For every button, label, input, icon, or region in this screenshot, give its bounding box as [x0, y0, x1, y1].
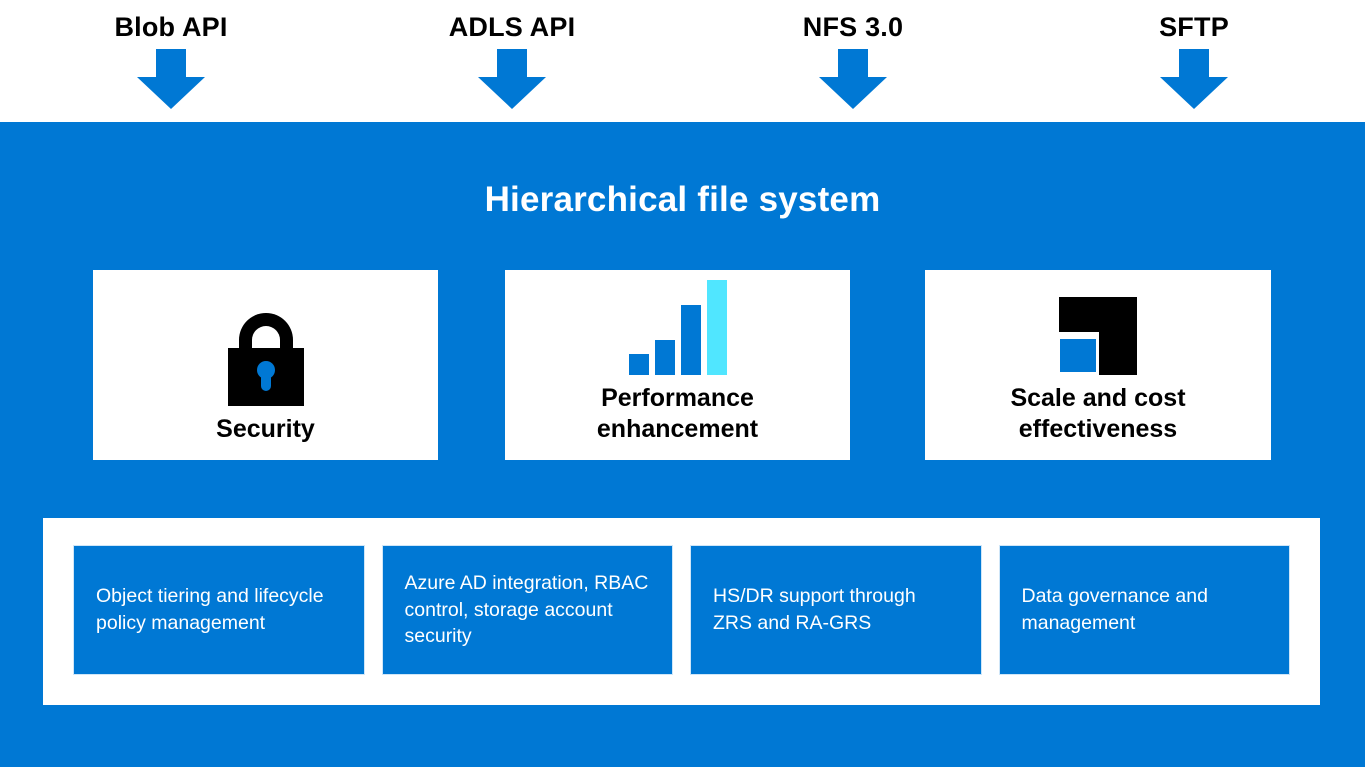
api-endpoint-label: ADLS API [448, 12, 576, 42]
arrow-head [1160, 77, 1228, 109]
capability-label: Data governance and management [1021, 585, 1208, 634]
bar-chart-icon [628, 280, 727, 375]
hierarchical-file-system-panel: Hierarchical file system Security Perfor… [0, 122, 1365, 767]
capability-hsdr: HS/DR support through ZRS and RA-GRS [690, 545, 982, 675]
arrow-head [819, 77, 887, 109]
panel-title: Hierarchical file system [484, 180, 881, 219]
icon-area [1059, 270, 1137, 375]
scale-icon-blue-square [1060, 339, 1096, 372]
api-endpoint-label: SFTP [1159, 12, 1229, 42]
lock-icon [227, 312, 304, 406]
api-endpoint-sftp: SFTP [1084, 0, 1304, 122]
capability-label: HS/DR support through ZRS and RA-GRS [713, 585, 916, 634]
feature-caption: Scale and cost effectiveness [1010, 384, 1186, 443]
icon-area [628, 270, 727, 375]
feature-card-performance: Performance enhancement [505, 270, 850, 460]
feature-card-scale: Scale and cost effectiveness [925, 270, 1271, 460]
arrow-stem [1179, 49, 1209, 77]
feature-caption: Security [216, 414, 315, 443]
capability-azure-ad: Azure AD integration, RBAC control, stor… [381, 545, 673, 675]
arrow-stem [497, 49, 527, 77]
feature-card-security: Security [93, 270, 438, 460]
down-arrow-icon [1160, 49, 1228, 109]
capability-label: Object tiering and lifecycle policy mana… [96, 585, 324, 634]
arrow-stem [156, 49, 186, 77]
arrow-stem [838, 49, 868, 77]
icon-area [227, 270, 304, 406]
capability-governance: Data governance and management [998, 545, 1290, 675]
keyhole-stem [260, 372, 271, 391]
bar-2 [654, 340, 675, 375]
arrow-head [478, 77, 546, 109]
down-arrow-icon [819, 49, 887, 109]
api-endpoint-nfs: NFS 3.0 [743, 0, 963, 122]
bar-4-highlight [706, 280, 727, 375]
bar-1 [628, 354, 649, 375]
api-endpoint-adls: ADLS API [402, 0, 622, 122]
api-endpoint-blob: Blob API [61, 0, 281, 122]
scale-icon [1059, 297, 1137, 375]
api-endpoint-label: NFS 3.0 [802, 12, 904, 42]
capability-label: Azure AD integration, RBAC control, stor… [404, 571, 649, 648]
bar-3 [680, 305, 701, 375]
down-arrow-icon [137, 49, 205, 109]
capabilities-bar: Object tiering and lifecycle policy mana… [43, 518, 1320, 705]
arrow-head [137, 77, 205, 109]
capability-object-tiering: Object tiering and lifecycle policy mana… [73, 545, 365, 675]
feature-caption: Performance enhancement [596, 384, 759, 443]
api-endpoint-label: Blob API [114, 12, 228, 42]
down-arrow-icon [478, 49, 546, 109]
